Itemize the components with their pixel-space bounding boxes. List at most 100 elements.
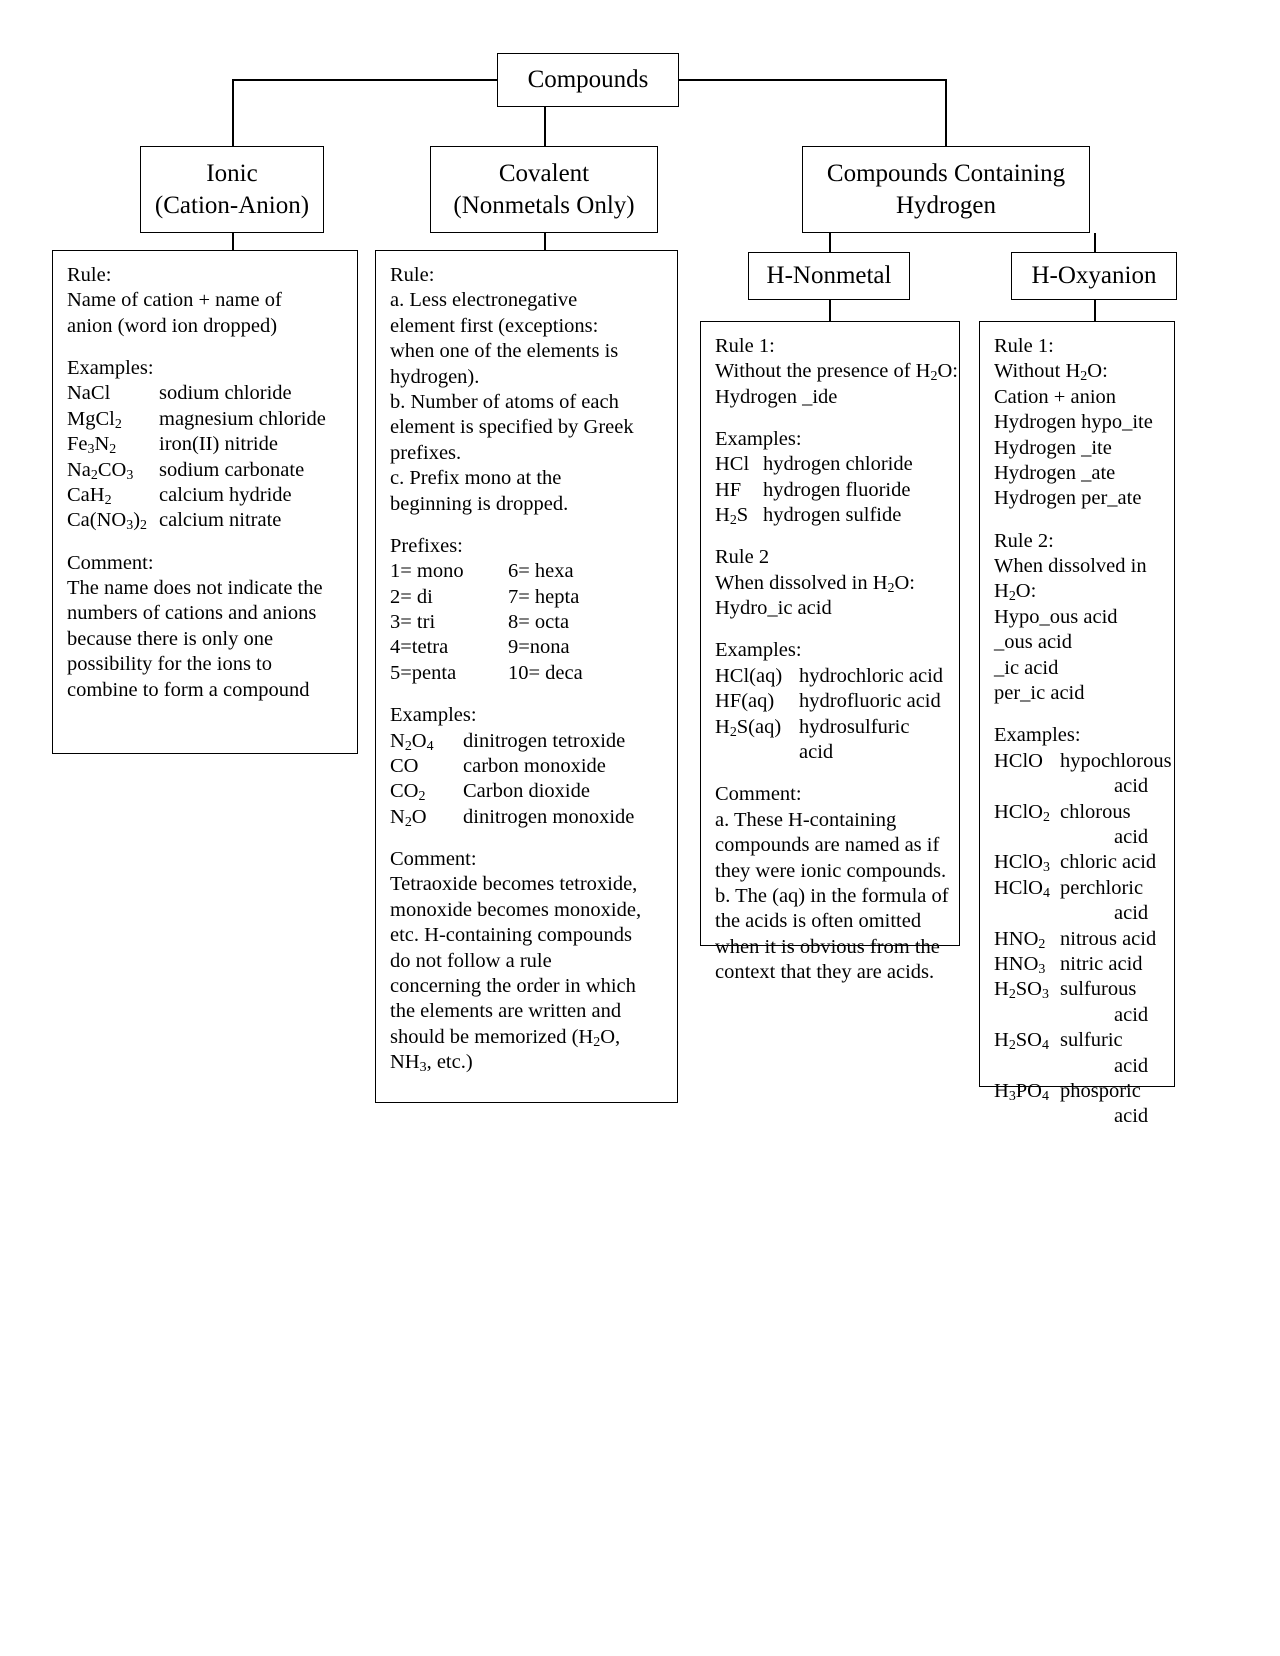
example-name: calcium hydride (159, 484, 292, 507)
node-covalent-line2: (Nonmetals Only) (453, 191, 635, 219)
covalent-comment-lines: Tetraoxide becomes tetroxide,monoxide be… (390, 872, 665, 1075)
text-line: because there is only one (67, 627, 274, 650)
example-name: hydrochloric acid (799, 664, 944, 687)
text-line: the elements are written and (390, 1000, 622, 1023)
node-h-nonmetal[interactable]: H-Nonmetal (748, 252, 910, 300)
ionic-examples-heading: Examples: (67, 357, 154, 380)
node-hydrogen-line2: Hydrogen (896, 191, 996, 219)
example-row: N2O4 dinitrogen tetroxide (390, 729, 665, 754)
example-formula: HClO3 (994, 851, 1050, 876)
text-line: Hydrogen _ite (994, 436, 1112, 459)
example-formula: N2O4 (390, 729, 434, 754)
text-line: possibility for the ions to (67, 653, 272, 676)
spacer (390, 686, 665, 703)
example-name: hydrogen chloride (763, 453, 913, 476)
node-ionic-line2: (Cation-Anion) (154, 191, 310, 219)
example-formula: H2S(aq) (715, 715, 782, 740)
text-line: Without the presence of H2O: (715, 360, 958, 385)
example-formula: N2O (390, 805, 427, 830)
example-name-cont: acid (1114, 1054, 1149, 1077)
text-line: element is specified by Greek (390, 416, 634, 439)
prefix-row: 3= tri 8= octa (390, 610, 665, 635)
text-line: Name of cation + name of (67, 289, 282, 312)
text-line: Hydrogen hypo_ite (994, 411, 1153, 434)
covalent-examples-heading: Examples: (390, 704, 477, 727)
prefix-left: 5=penta (390, 661, 457, 684)
text-line: Without H2O: (994, 360, 1108, 385)
hnonmetal-rule1-lines: Without the presence of H2O:Hydrogen _id… (715, 359, 958, 410)
node-ionic-line1: Ionic (206, 159, 258, 187)
prefix-left: 3= tri (390, 611, 436, 634)
ionic-rule-heading: Rule: (67, 264, 112, 286)
connector-root-to-covalent (544, 107, 546, 146)
prefix-left: 1= mono (390, 560, 464, 583)
example-formula: NaCl (67, 382, 111, 405)
text-line: NH3, etc.) (390, 1051, 473, 1076)
text-line: hydrogen). (390, 365, 480, 388)
example-formula: HCl (715, 453, 750, 476)
example-formula: MgCl2 (67, 407, 122, 432)
example-name: hydrogen sulfide (763, 504, 902, 527)
example-formula: HCl(aq) (715, 664, 783, 687)
covalent-rule-heading: Rule: (390, 264, 435, 286)
node-compounds-containing-hydrogen[interactable]: Compounds Containing Hydrogen (802, 146, 1090, 233)
example-name: nitrous acid (1060, 927, 1157, 950)
spacer (67, 339, 345, 356)
text-line: combine to form a compound (67, 678, 310, 701)
prefix-row: 5=penta 10= deca (390, 661, 665, 686)
text-line: _ous acid (994, 631, 1072, 654)
example-name-cont: acid (1114, 1105, 1149, 1128)
hnonmetal-rule1-heading: Rule 1: (715, 335, 775, 357)
hnonmetal-examples1-heading: Examples: (715, 428, 802, 451)
hnonmetal-rule2-lines: When dissolved in H2O:Hydro_ic acid (715, 571, 947, 622)
text-line: Hydrogen _ide (715, 385, 838, 408)
spacer (390, 830, 665, 847)
node-compounds[interactable]: Compounds (497, 53, 679, 107)
text-line: Cation + anion (994, 385, 1117, 408)
text-line: Tetraoxide becomes tetroxide, (390, 873, 638, 896)
text-line: when one of the elements is (390, 340, 619, 363)
text-line: context that they are acids. (715, 961, 935, 984)
example-name: dinitrogen tetroxide (463, 729, 626, 752)
text-line: When dissolved in H2O: (715, 571, 915, 596)
example-name: hydrogen fluoride (763, 478, 911, 501)
prefix-left: 2= di (390, 585, 433, 608)
spacer (994, 706, 1162, 723)
example-name: sodium chloride (159, 382, 292, 405)
node-covalent[interactable]: Covalent (Nonmetals Only) (430, 146, 658, 233)
spacer (994, 512, 1162, 529)
connector-covalent-to-panel (544, 233, 546, 250)
example-formula: Na2CO3 (67, 458, 134, 483)
example-row: HCl(aq) hydrochloric acid (715, 664, 947, 689)
spacer (390, 517, 665, 534)
prefix-right: 8= octa (508, 611, 570, 634)
text-line: Hypo_ous acid (994, 605, 1118, 628)
example-name: iron(II) nitride (159, 433, 278, 456)
node-ionic[interactable]: Ionic (Cation-Anion) (140, 146, 324, 233)
connector-ionic-to-panel (232, 233, 234, 250)
prefix-left: 4=tetra (390, 636, 449, 659)
prefix-right: 10= deca (508, 661, 583, 684)
node-h-nonmetal-label: H-Nonmetal (766, 262, 892, 289)
node-h-oxyanion[interactable]: H-Oxyanion (1011, 252, 1177, 300)
connector-hoxyanion-to-panel (1094, 300, 1096, 321)
text-line: monoxide becomes monoxide, (390, 898, 642, 921)
text-line: beginning is dropped. (390, 492, 569, 515)
example-name-cont: acid (1114, 1003, 1149, 1026)
text-line: element first (exceptions: (390, 314, 599, 337)
node-ionic-label: Ionic (Cation-Anion) (155, 158, 309, 222)
example-formula: CO2 (390, 780, 426, 805)
spacer (715, 765, 947, 782)
text-line: H2O: (994, 580, 1037, 605)
